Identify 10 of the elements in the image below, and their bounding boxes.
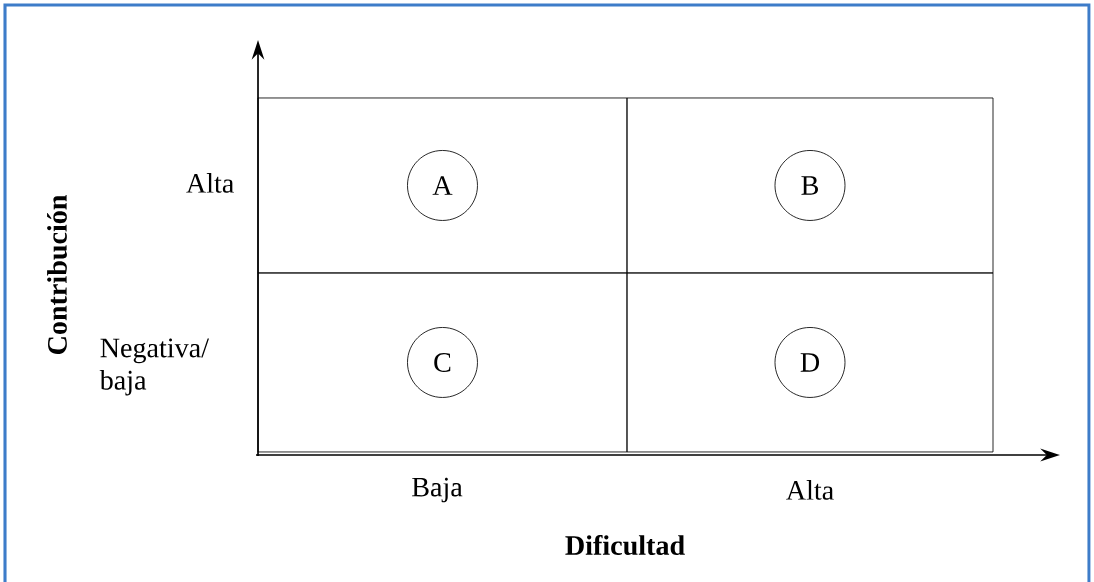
grid-cell xyxy=(626,272,994,453)
axis-title: Contribución xyxy=(47,194,67,355)
column-label: Alta xyxy=(786,480,834,500)
column-label: Baja xyxy=(412,477,463,503)
grid-cell xyxy=(257,97,628,274)
grid-cell xyxy=(626,97,994,274)
grid-cell xyxy=(257,272,628,453)
row-label: Alta xyxy=(186,173,234,193)
row-label: Negativa/ baja xyxy=(99,338,209,396)
axis-title: Dificultad xyxy=(565,534,685,556)
